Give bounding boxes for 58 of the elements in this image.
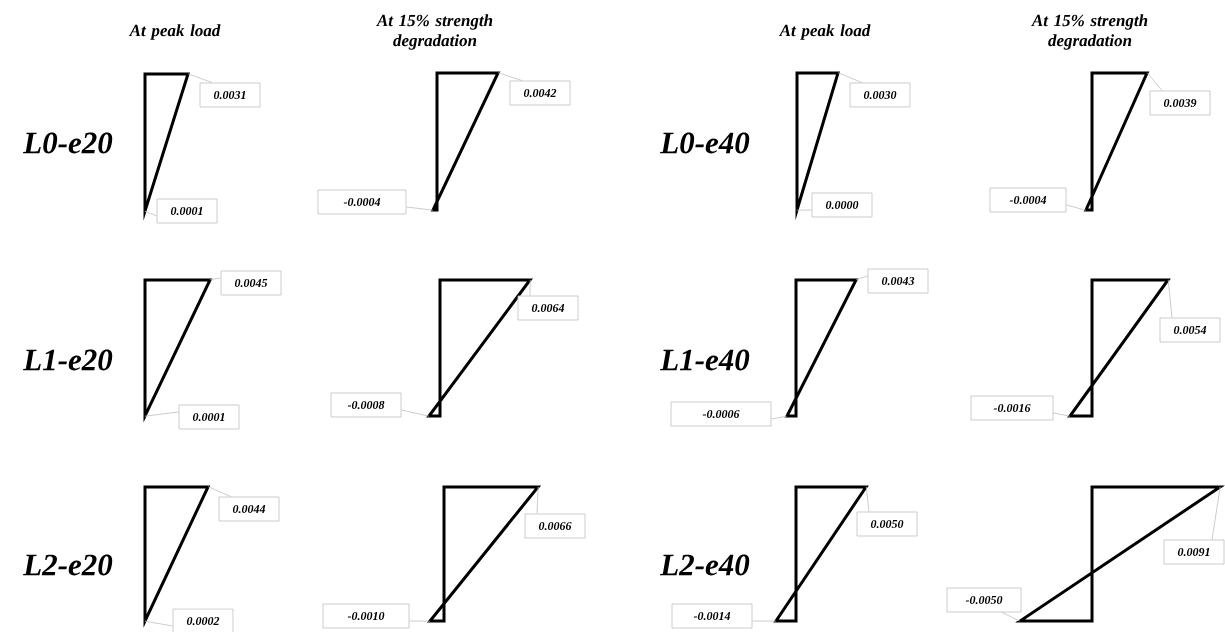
callout-box: -0.0006 [670,401,772,427]
callout-box: 0.0001 [178,404,240,430]
leader-line [497,72,523,81]
callout-box: 0.0066 [524,513,586,539]
leader-line [144,210,157,217]
callout-box: 0.0042 [509,80,571,106]
leader-line [144,620,173,627]
callout-box: 0.0043 [867,268,929,294]
column-heading: At 15% strength degradation [376,14,493,50]
leader-line [209,277,221,281]
callout-box: 0.0091 [1163,539,1225,565]
column-heading: At 15% strength degradation [1031,14,1148,50]
callout-box: 0.0039 [1149,90,1211,116]
leader-line [1053,412,1071,417]
callout-box: 0.0050 [856,511,918,537]
callout-box: -0.0050 [946,587,1022,613]
callout-box: -0.0004 [989,187,1067,213]
leader-line [855,275,868,281]
callout-box: -0.0016 [970,395,1054,421]
leader-line [1001,612,1021,622]
leader-line [529,279,531,296]
leader-line [1146,72,1163,91]
leader-line [1211,486,1221,540]
leader-line [1066,204,1087,211]
callout-box: 0.0030 [849,82,911,108]
row-label: L2-e20 [23,554,113,576]
leader-line [837,72,863,83]
leader-line [536,486,539,514]
column-heading: At peak load [128,24,221,40]
callout-box: 0.0031 [199,82,261,108]
leader-line [796,209,812,211]
row-label: L0-e20 [23,132,113,154]
leader-line [187,73,213,83]
column-heading: At peak load [778,24,871,40]
callout-box: 0.0002 [172,608,234,632]
callout-box: 0.0064 [517,295,579,321]
leader-line [865,486,870,512]
callout-box: -0.0014 [671,603,753,629]
leader-line [144,411,179,417]
callout-box: 0.0054 [1159,317,1221,343]
leader-line [207,486,232,497]
callout-box: 0.0044 [218,496,280,522]
row-label: L0-e40 [660,132,750,154]
leader-line [752,620,777,622]
callout-box: -0.0004 [317,189,407,215]
row-label: L2-e40 [660,554,750,576]
leader-line [406,206,434,211]
row-label: L1-e40 [660,349,750,371]
leader-line [1167,279,1173,318]
row-label: L1-e20 [23,349,113,371]
leader-line [401,409,430,417]
leader-line [409,620,431,622]
callout-box: 0.0045 [220,270,282,296]
callout-box: -0.0008 [330,392,402,418]
callout-box: 0.0000 [811,192,873,218]
callout-box: -0.0010 [322,603,410,629]
leader-line [771,415,788,420]
callout-box: 0.0001 [156,198,218,224]
